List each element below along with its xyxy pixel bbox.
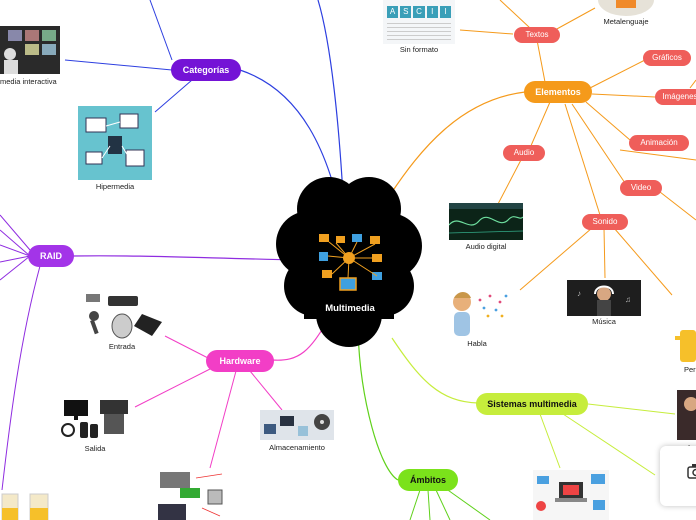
entrada-image xyxy=(86,294,162,339)
caption-entrada: Entrada xyxy=(108,342,136,351)
ascii-letter-c: C xyxy=(413,6,425,18)
habla-image xyxy=(453,292,508,336)
audio-digital-image xyxy=(449,203,523,240)
hardware-components-image xyxy=(158,472,223,520)
subnode-sonido[interactable]: Sonido xyxy=(582,214,628,230)
ascii-letter-i1: I xyxy=(426,6,438,18)
branch-node-elementos[interactable]: Elementos xyxy=(524,81,592,103)
caption-musica: Música xyxy=(592,317,616,326)
caption-sin-formato: Sin formato xyxy=(399,45,439,54)
im-image xyxy=(677,390,696,440)
caption-habla: Habla xyxy=(467,339,487,348)
salida-image xyxy=(61,400,128,438)
svg-text:♪: ♪ xyxy=(577,289,581,298)
caption-almacenamiento: Almacenamiento xyxy=(269,443,325,452)
musica-image: ♪ ♫ xyxy=(567,280,641,316)
hipermedia-image xyxy=(78,106,152,180)
subnode-animacion[interactable]: Animación xyxy=(629,135,689,151)
multimedia-network-icon xyxy=(319,234,382,291)
camera-icon xyxy=(687,464,696,479)
svg-text:♫: ♫ xyxy=(625,295,631,304)
ascii-letter-a: A xyxy=(387,6,399,18)
root-cloud-shape[interactable] xyxy=(274,174,424,350)
caption-salida: Salida xyxy=(84,444,106,453)
caption-media-interactiva: media interactiva xyxy=(0,77,57,86)
image-tool-button[interactable] xyxy=(660,446,696,506)
subnode-graficos[interactable]: Gráficos xyxy=(643,50,691,66)
root-node-label[interactable]: Multimedia xyxy=(325,303,375,314)
caption-audio-digital: Audio digital xyxy=(465,242,507,251)
branch-node-raid[interactable]: RAID xyxy=(28,245,74,267)
branch-node-ambitos[interactable]: Ámbitos xyxy=(398,469,458,491)
caption-metalenguaje: Metalenguaje xyxy=(603,17,649,26)
branch-node-categorias[interactable]: Categorías xyxy=(171,59,241,81)
ascii-letter-s: S xyxy=(400,6,412,18)
caption-hipermedia: Hipermedia xyxy=(95,182,135,191)
subnode-audio[interactable]: Audio xyxy=(503,145,545,161)
branch-node-sistemas-multimedia[interactable]: Sistemas multimedia xyxy=(476,393,588,415)
metalenguaje-image xyxy=(598,0,654,16)
subnode-video[interactable]: Video xyxy=(620,180,662,196)
ascii-letter-i2: I xyxy=(439,6,452,18)
per-image xyxy=(675,330,696,362)
branch-node-hardware[interactable]: Hardware xyxy=(206,350,274,372)
ascii-table-image: A S C I I xyxy=(383,0,455,44)
subnode-textos[interactable]: Textos xyxy=(514,27,560,43)
caption-per: Per xyxy=(684,365,696,374)
subnode-imagenes[interactable]: Imágenes xyxy=(655,89,696,105)
media-interactiva-image xyxy=(0,26,60,74)
sistemas-multimedia-image xyxy=(533,470,609,520)
raid-bottles-image xyxy=(1,493,49,520)
almacenamiento-image xyxy=(260,410,334,440)
